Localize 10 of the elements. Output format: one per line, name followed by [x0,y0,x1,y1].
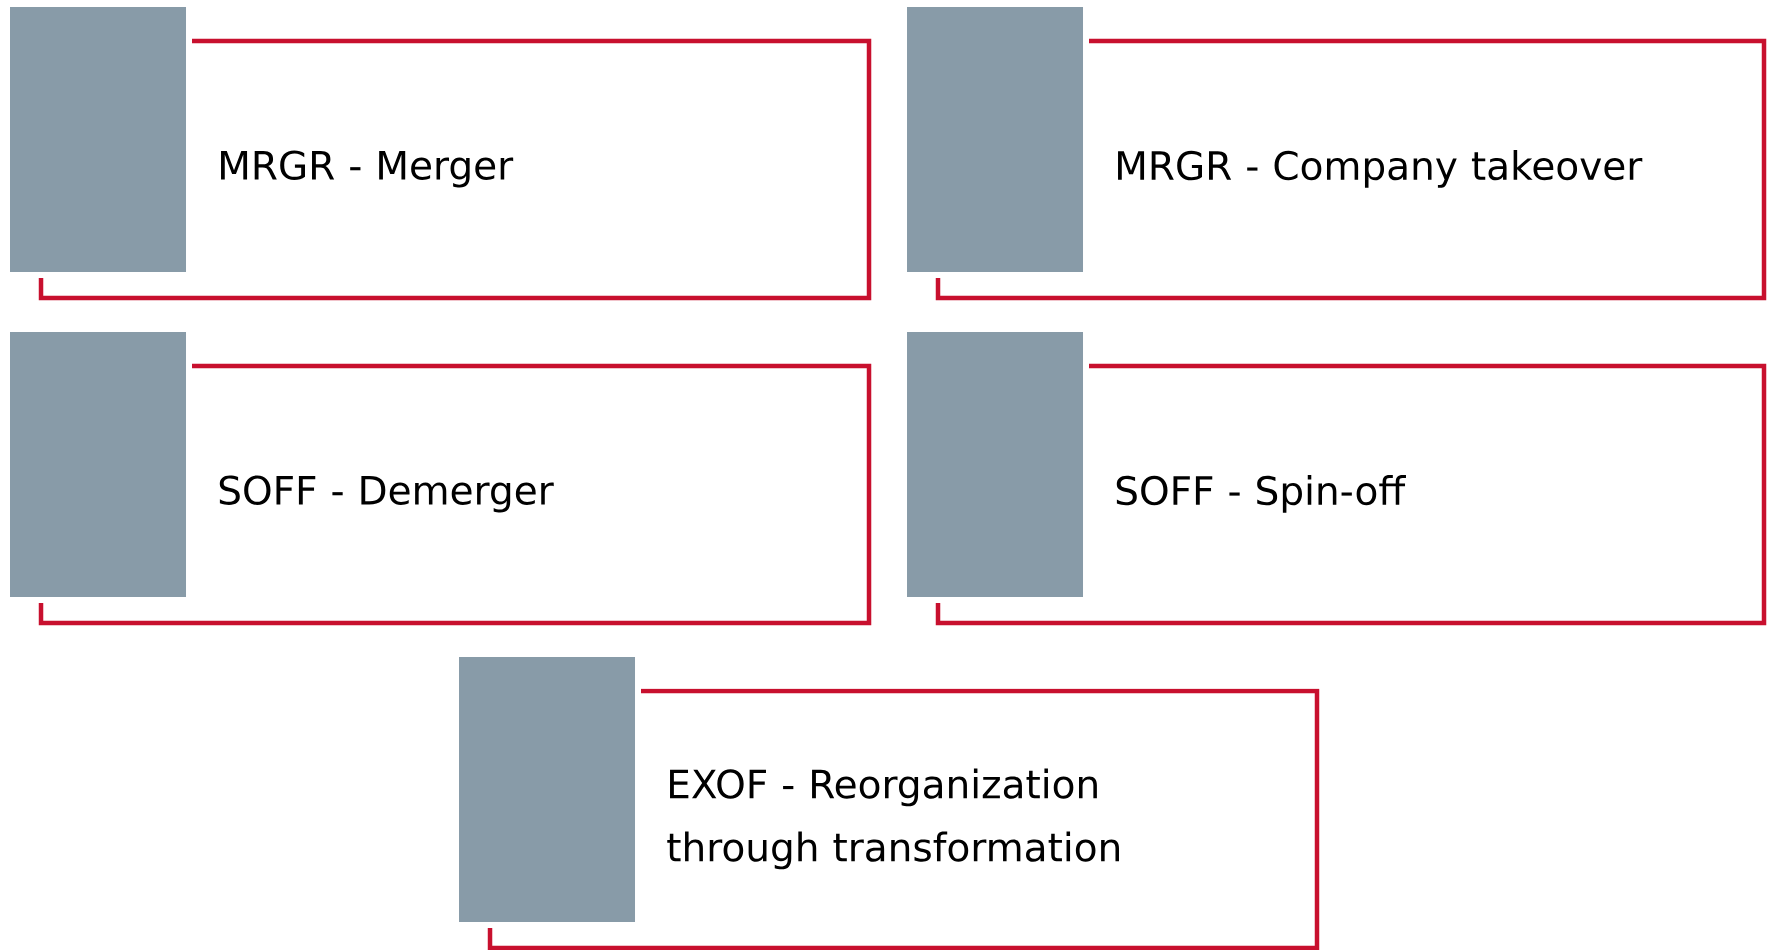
card: SOFF - Demerger [10,332,872,626]
node-label: MRGR - Company takeover [1118,150,1643,188]
node-label: SOFF - Spin-off [1116,475,1406,513]
node-label: EXOF - Reorganization through transformation [667,768,1119,870]
node-label: MRGR - Merger [221,150,514,188]
card: MRGR - Company takeover [907,7,1767,301]
node-label: SOFF - Demerger [219,475,554,513]
card: SOFF - Spin-off [907,332,1767,626]
card: MRGR - Merger [10,7,872,301]
card: EXOF - Reorganization through transformation [459,657,1320,950]
